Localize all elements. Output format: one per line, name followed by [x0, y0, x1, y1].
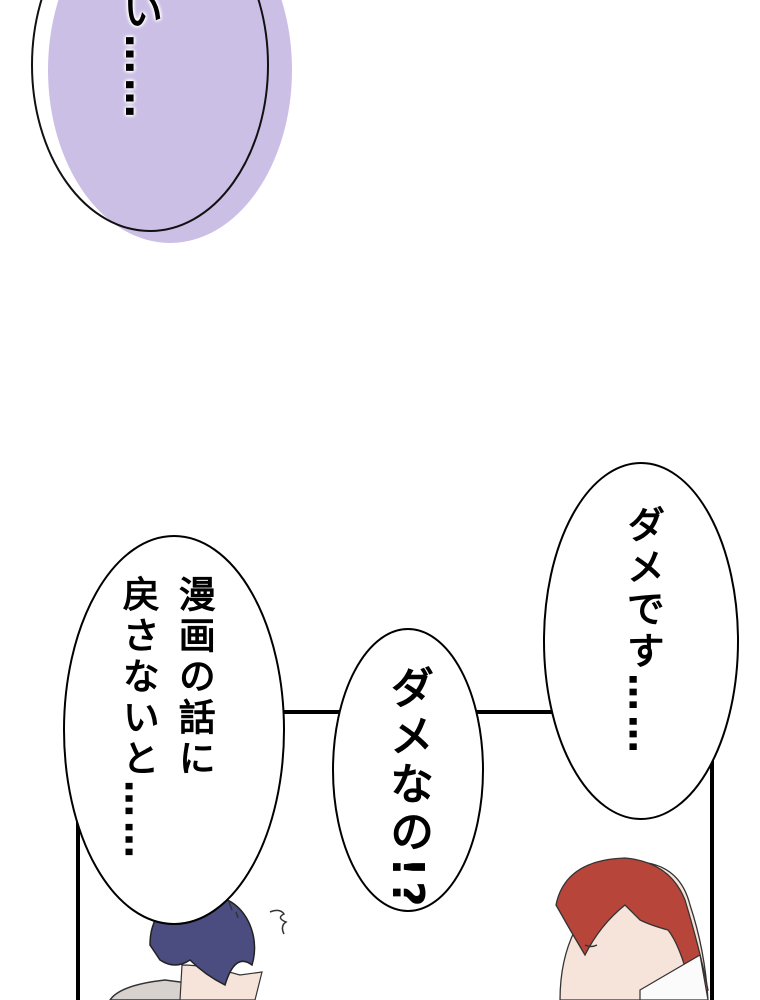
girl-character [555, 857, 709, 1000]
top-bubble-text: い…… [116, 0, 162, 122]
left-bubble [63, 535, 285, 925]
right-bubble [543, 462, 739, 820]
left-bubble-text-col1: 漫画の話に [172, 575, 216, 780]
left-bubble-text-col2: 戻さないと…… [116, 575, 160, 862]
top-bubble-outline [31, 0, 269, 232]
middle-bubble-text: ダメなの!? [382, 665, 433, 911]
top-bubble-tint [48, 0, 292, 243]
right-bubble-text: ダメです…… [620, 505, 665, 757]
middle-bubble [332, 628, 484, 912]
